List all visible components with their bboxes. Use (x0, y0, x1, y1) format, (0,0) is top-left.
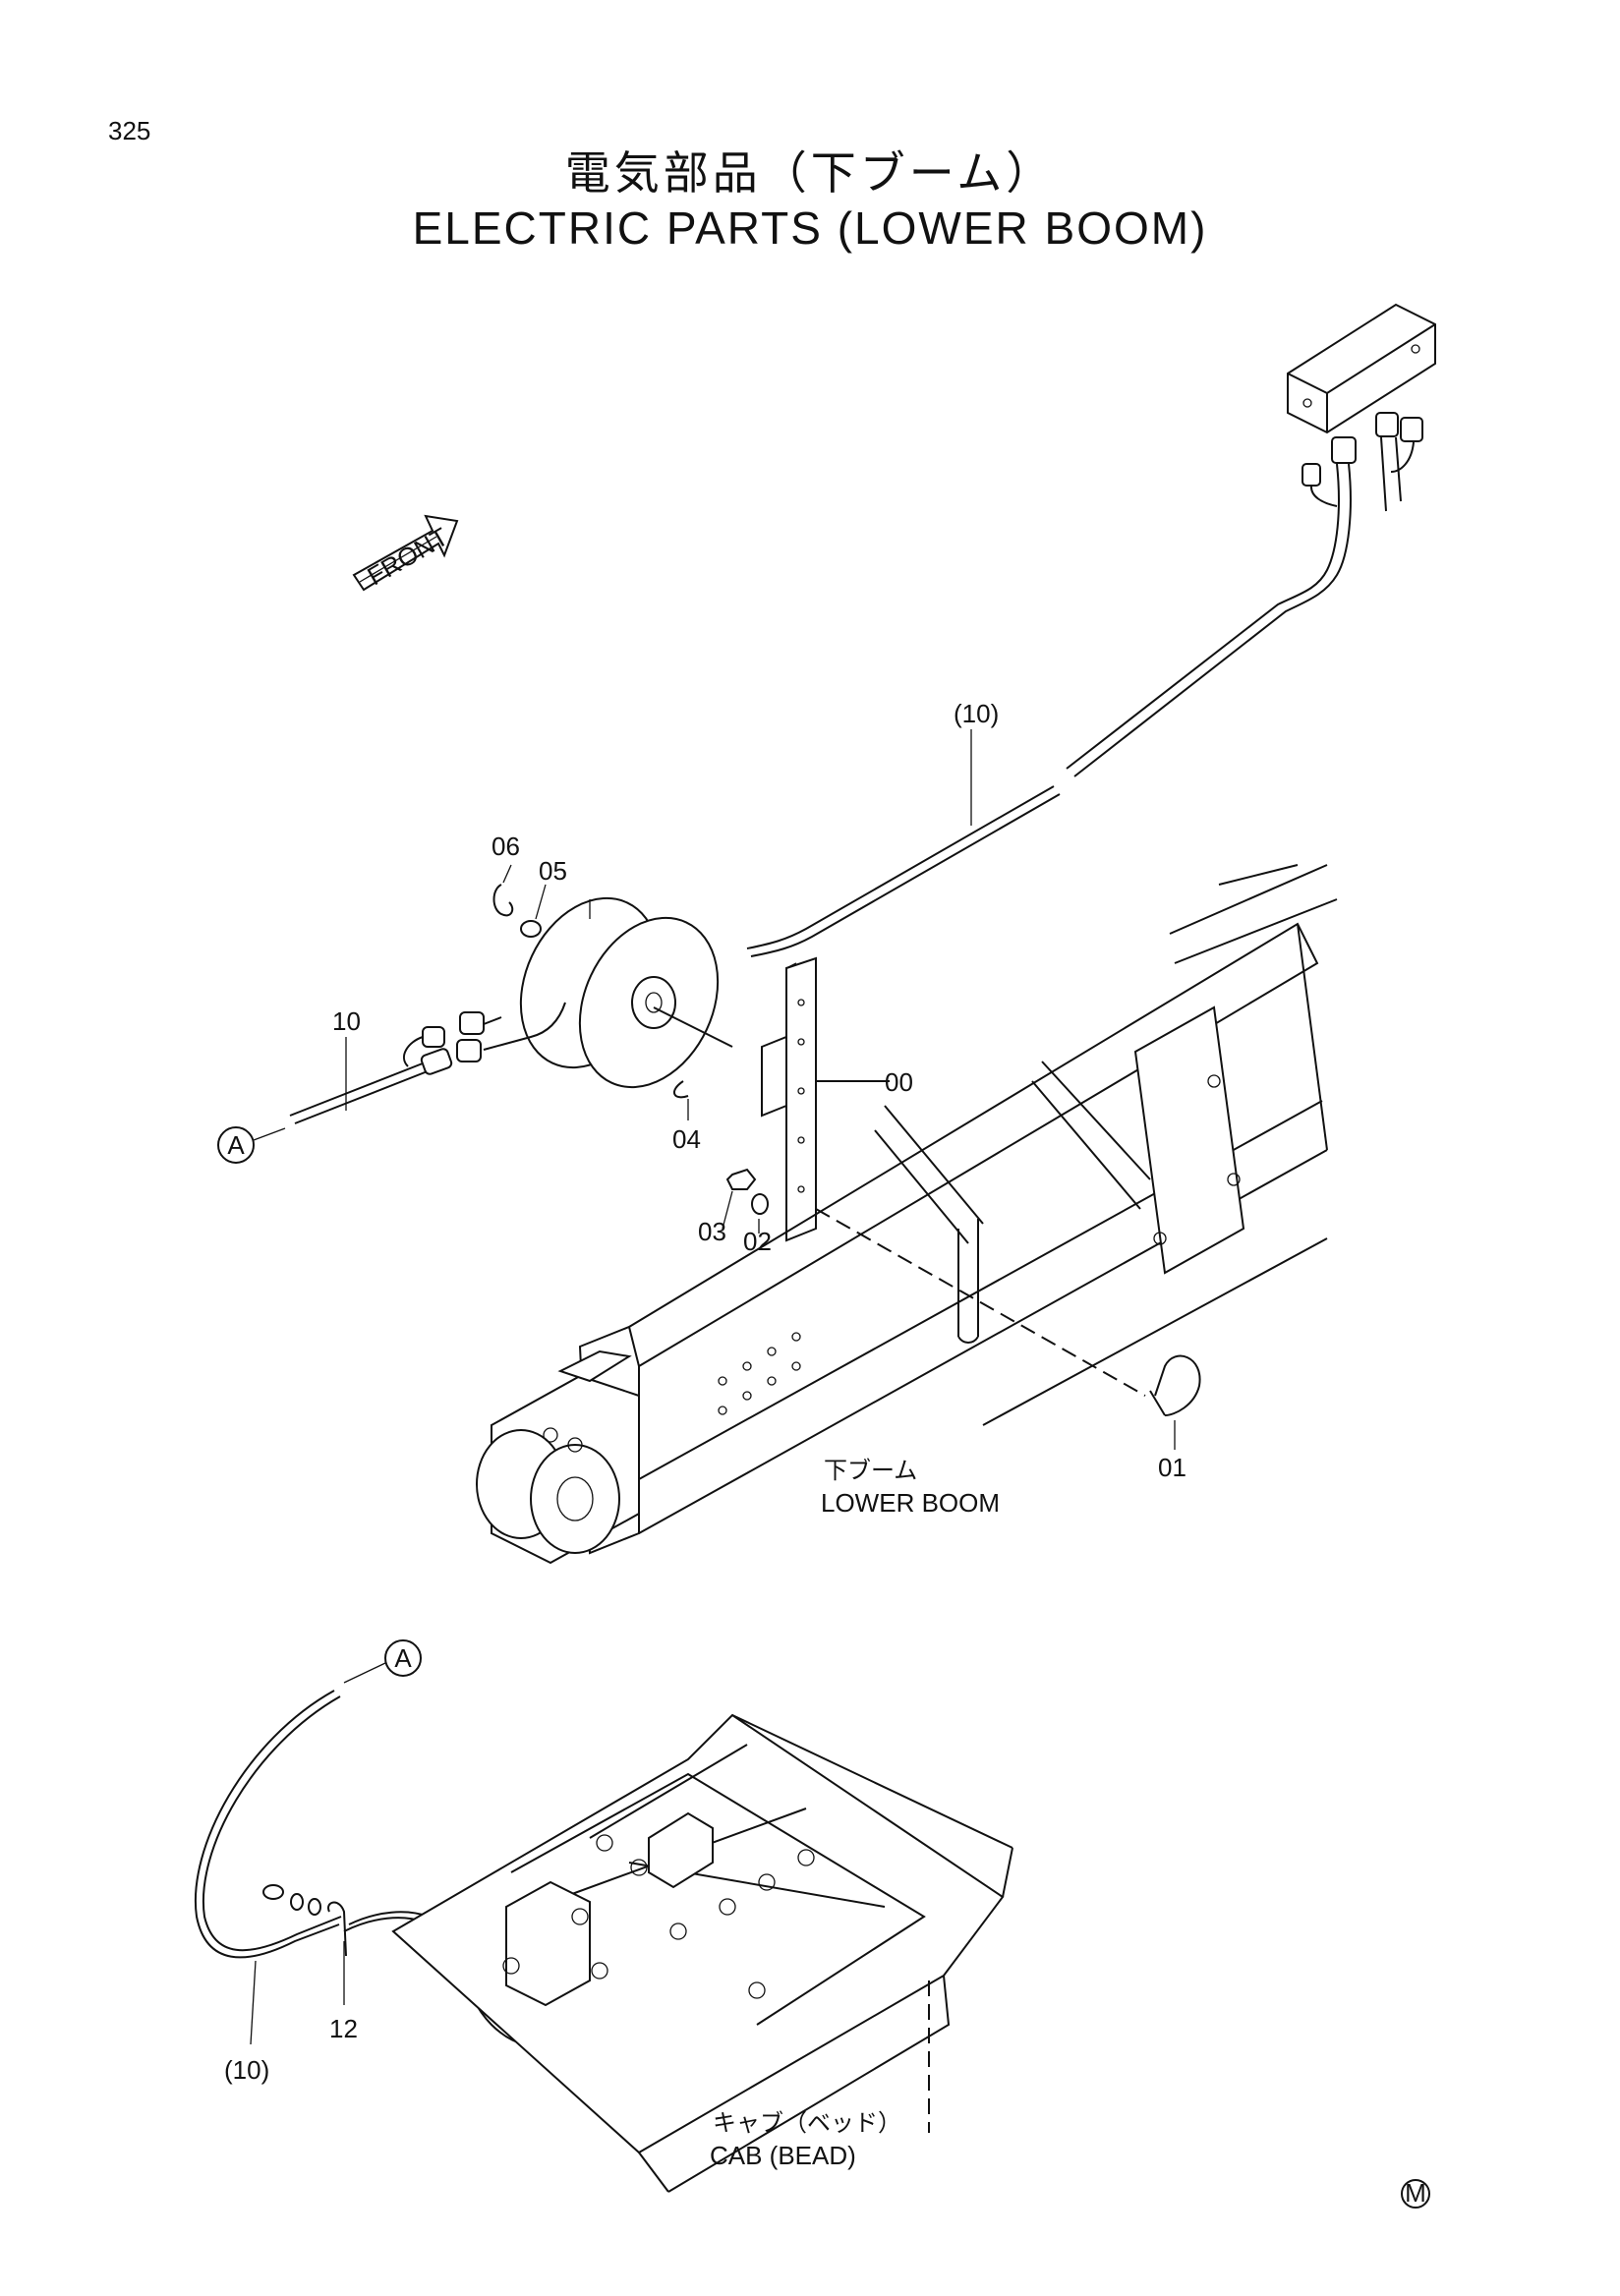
connector-a-bottom (343, 1639, 422, 1684)
m-mark-label: M (1405, 2178, 1426, 2208)
lower-boom (476, 864, 1338, 1565)
lower-boom-label-jp: 下ブーム (824, 1457, 917, 1484)
leader-lines (845, 729, 972, 1082)
part-label-03: 03 (698, 1217, 726, 1246)
lower-boom-label-en: LOWER BOOM (821, 1488, 1000, 1518)
cable-10 (289, 1002, 566, 1124)
part-label-10-ref: (10) (224, 2055, 269, 2085)
cab-label-en: CAB (BEAD) (710, 2141, 856, 2170)
part-label-12: 12 (329, 2014, 358, 2043)
part-04-pin (673, 1080, 689, 1120)
page-number: 325 (108, 116, 151, 145)
part-01-u-bolt (1149, 1354, 1201, 1450)
connector-a-top-label: A (227, 1130, 245, 1160)
control-box (1287, 303, 1436, 512)
cab-frame (391, 1713, 1013, 2193)
cable-reel (519, 896, 733, 1089)
title-english: ELECTRIC PARTS (LOWER BOOM) (412, 202, 1208, 254)
part-label-04: 04 (672, 1124, 701, 1154)
part-label-10: 10 (332, 1006, 361, 1036)
cable-09 (746, 463, 1352, 957)
boom-pivot (476, 1349, 640, 1565)
part-05-washer (520, 884, 547, 938)
part-label-06: 06 (492, 832, 520, 861)
part-12-clamp (262, 1884, 347, 1957)
assembly-line (815, 1208, 1146, 1397)
m-mark (1401, 2179, 1430, 2209)
boom-holes (718, 1332, 801, 1415)
cab-label-jp: キャブ（ベッド） (713, 2109, 901, 2137)
part-label-00: 00 (885, 1067, 913, 1097)
front-arrow-icon (352, 514, 459, 592)
bolt-icons (502, 1834, 815, 1999)
part-label-09: (10) (954, 699, 999, 728)
part-label-02: 02 (743, 1227, 772, 1256)
part-label-05: 05 (539, 856, 567, 886)
part-02-washer (751, 1193, 769, 1234)
connector-a-bottom-label: A (394, 1643, 412, 1673)
title-japanese: 電気部品（下ブーム） (564, 146, 1056, 200)
part-06-clip (492, 864, 514, 917)
front-label: FRONT (363, 522, 454, 592)
mounting-bracket (761, 956, 890, 1242)
part-03-nut (722, 1168, 757, 1230)
connector-a-top (217, 1126, 286, 1164)
part-label-01: 01 (1158, 1453, 1186, 1482)
